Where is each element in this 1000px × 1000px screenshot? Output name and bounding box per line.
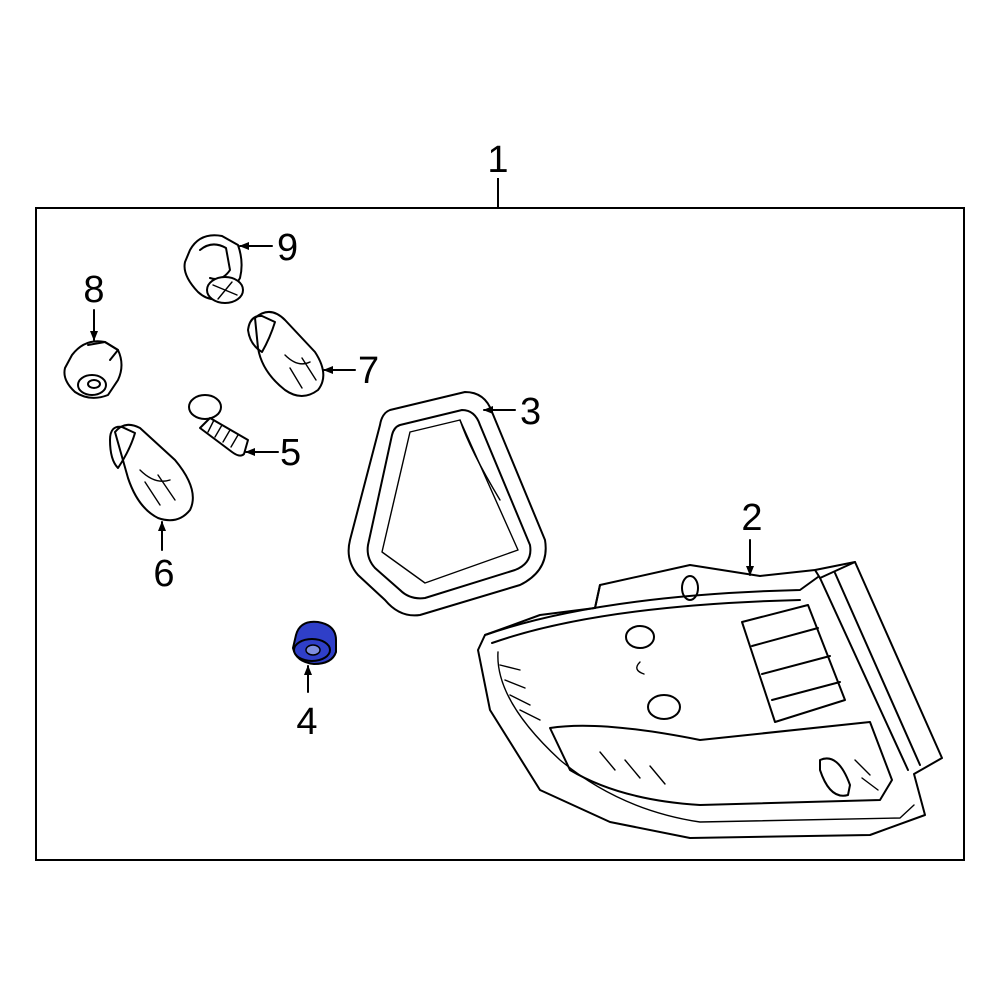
callout-2[interactable]: 2 — [741, 497, 762, 539]
part-2-tail-lamp[interactable] — [477, 561, 943, 839]
callout-8[interactable]: 8 — [83, 269, 104, 311]
part-7-bulb[interactable] — [247, 311, 325, 397]
part-9-socket[interactable] — [183, 234, 244, 304]
part-4-nut[interactable] — [291, 620, 337, 666]
callout-6[interactable]: 6 — [153, 553, 174, 595]
callout-9[interactable]: 9 — [277, 227, 298, 269]
part-6-bulb[interactable] — [109, 423, 194, 522]
part-8-socket[interactable] — [63, 340, 123, 399]
callout-5[interactable]: 5 — [280, 432, 301, 474]
part-3-gasket[interactable] — [347, 391, 547, 617]
callout-7[interactable]: 7 — [358, 350, 379, 392]
assembly-frame — [35, 207, 965, 861]
part-5-screw[interactable] — [188, 394, 249, 457]
callout-3[interactable]: 3 — [520, 391, 541, 433]
callout-1[interactable]: 1 — [487, 139, 508, 181]
callout-4[interactable]: 4 — [296, 701, 317, 743]
